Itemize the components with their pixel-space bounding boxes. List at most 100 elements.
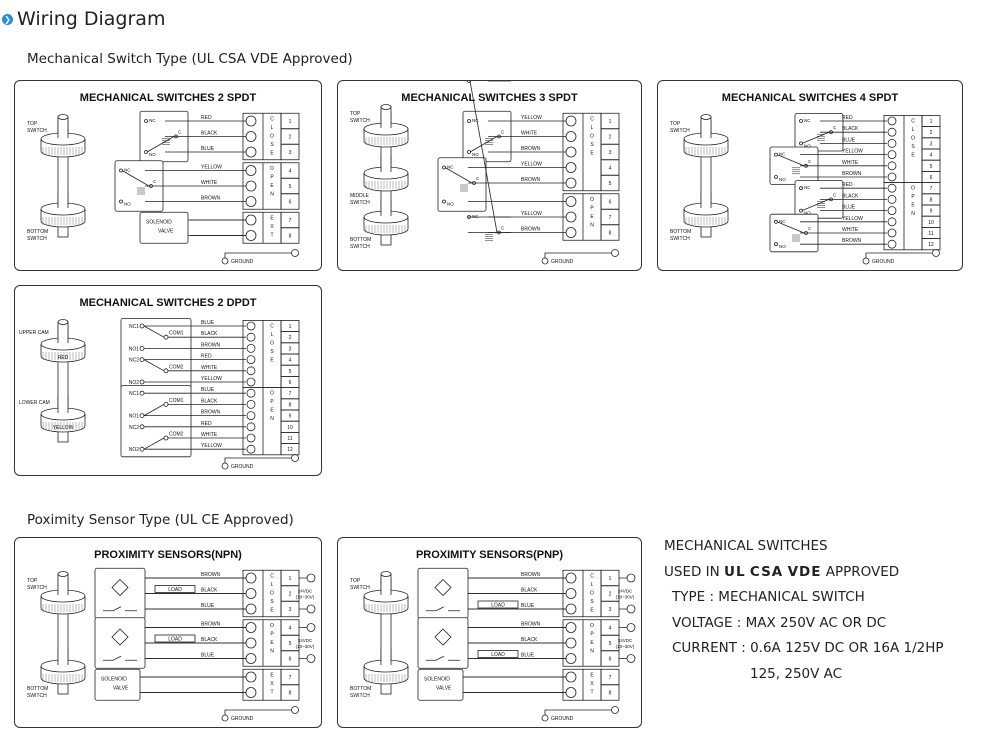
terminal-screw: [565, 637, 577, 649]
terminal-screw: [887, 127, 897, 137]
terminal-screw: [565, 588, 577, 599]
wire-label: BLACK: [521, 588, 538, 594]
cam-label: TOP: [27, 578, 38, 584]
wire-label: RED: [842, 115, 853, 121]
shaft-seg: [58, 396, 68, 413]
diagram-title: MECHANICAL SWITCHES 2 DPDT: [79, 297, 256, 309]
terminal-number: 5: [609, 181, 612, 187]
shaft-seg: [58, 326, 68, 343]
power-terminal-plus: [626, 623, 636, 632]
wire-label: BROWN: [201, 410, 221, 416]
cam-label: UPPER CAM: [19, 330, 49, 336]
terminal-screw: [246, 355, 256, 364]
power-label: (10~30V): [616, 595, 635, 600]
ground-terminal-icon: [221, 714, 229, 722]
terminal-group-label: CLOSE: [269, 116, 275, 159]
contact-label-nc: NC: [779, 152, 786, 157]
diagram-shapes: [40, 110, 300, 265]
terminal-screw: [245, 572, 257, 584]
terminal-screw: [245, 214, 257, 226]
contact: [144, 119, 148, 123]
diagram-text: MECHANICAL SWITCHES 4 SPDTTOPSWITCHBOTTO…: [670, 92, 934, 265]
contact-label-c: C: [808, 159, 812, 164]
terminal-number: 5: [289, 369, 292, 375]
terminal-screw: [565, 227, 577, 238]
contact-label-no: NO2: [129, 447, 140, 453]
wire-label: BLACK: [201, 398, 218, 404]
terminal-number: 8: [289, 402, 292, 408]
ground-wire: [224, 709, 291, 715]
vde-mark-icon: VDE: [787, 563, 822, 580]
terminal-number: 3: [289, 150, 292, 156]
terminal-number: 10: [287, 425, 293, 431]
wire-label: BLUE: [521, 653, 535, 659]
terminal-screw: [246, 433, 256, 443]
terminal-screw: [887, 206, 897, 216]
terminal-screw: [887, 239, 897, 249]
ground-wire: [544, 252, 611, 258]
wire-label: BROWN: [521, 146, 541, 152]
terminal-group: [883, 115, 923, 183]
power-label: (10~30V): [296, 644, 315, 649]
wire-label: BLACK: [201, 588, 218, 594]
contact-label-nc: NC1: [129, 324, 139, 330]
contact-label-no: NO: [804, 211, 811, 216]
solenoid-valve-box: [417, 668, 464, 701]
terminal-number: 12: [287, 447, 293, 453]
switch-arm: [776, 221, 805, 234]
terminal-screw: [245, 588, 257, 599]
spec-type: TYPE : MECHANICAL SWITCH: [672, 589, 865, 606]
terminal-number: 1: [289, 324, 292, 330]
terminal-screw: [887, 116, 897, 126]
wire-label: BLUE: [201, 146, 215, 152]
sensor-diamond-icon: [111, 578, 129, 597]
power-label: 24VDC: [298, 589, 313, 594]
power-label: 24VDC: [298, 638, 313, 643]
terminal-screw: [245, 603, 257, 615]
terminal-group: [242, 320, 282, 388]
wire-label: RED: [201, 421, 212, 427]
terminal-screw: [565, 115, 577, 127]
terminal-number: 1: [609, 119, 612, 125]
solenoid-valve-box: [94, 668, 141, 701]
ground-label: GROUND: [231, 464, 254, 470]
terminal-number: 8: [289, 691, 292, 697]
terminal-number: 2: [289, 335, 292, 341]
terminal-screw: [887, 183, 897, 193]
spec-voltage: VOLTAGE : MAX 250V AC OR DC: [672, 614, 887, 631]
contact-label-nc: NC: [779, 219, 786, 224]
shaft-seg: [58, 121, 68, 138]
load-box: [477, 600, 519, 609]
shaft-seg: [58, 578, 68, 595]
cam-label: SWITCH: [350, 200, 370, 206]
contact: [774, 242, 778, 247]
power-terminal-plus: [306, 573, 316, 583]
cam-label: SWITCH: [350, 244, 370, 250]
wire-label: BLUE: [842, 137, 856, 143]
shaft-seg: [58, 191, 68, 208]
terminal-number: 7: [289, 675, 292, 681]
terminal-number: 5: [609, 641, 612, 647]
contact-label-c: C: [501, 130, 505, 135]
contact-label-nc: NC: [472, 118, 479, 123]
shaft-seg: [58, 648, 68, 665]
wire-label: WHITE: [842, 227, 859, 233]
load-box: [154, 634, 196, 643]
terminal-number: 5: [289, 641, 292, 647]
terminal-screw: [887, 150, 897, 159]
terminal-screw: [565, 131, 577, 142]
terminal-screw: [565, 572, 577, 584]
sensor-box: [94, 617, 146, 669]
diagram-text: MECHANICAL SWITCHES 3 SPDTTOPSWITCHMIDDL…: [350, 81, 612, 265]
spec-heading: MECHANICAL SWITCHES: [664, 538, 828, 554]
wire-label: YELLOW: [521, 211, 542, 217]
contact-label-c: C: [833, 192, 837, 197]
wire-label: YELLOW: [201, 376, 222, 382]
spec-current-cont: 125, 250V AC: [750, 665, 843, 682]
cam-label: SWITCH: [27, 128, 47, 134]
terminal-group-label: CLOSE: [910, 118, 916, 160]
wire-label: BROWN: [201, 196, 221, 202]
diagram-title: MECHANICAL SWITCHES 2 SPDT: [80, 92, 257, 104]
